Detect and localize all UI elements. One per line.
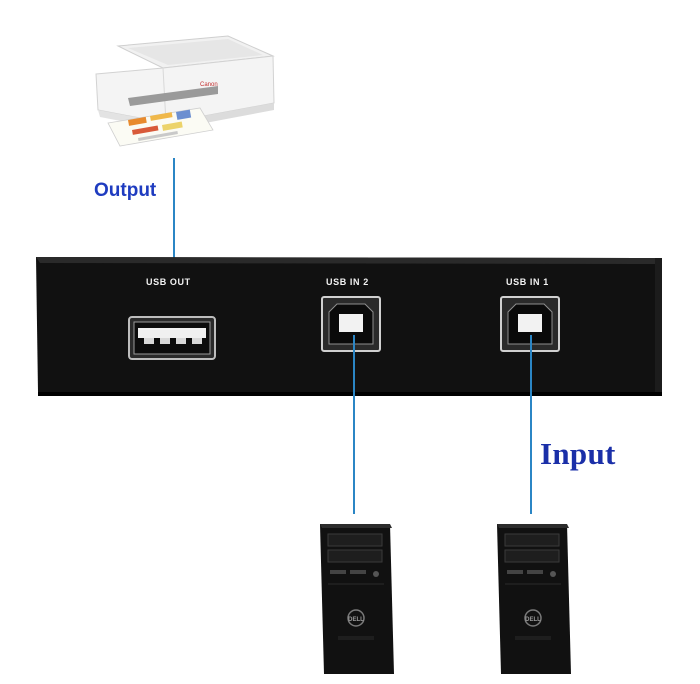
input-label: Input [540,436,616,472]
output-label: Output [94,180,156,202]
computer-brand-text: DELL [525,617,541,623]
computer-brand-text: DELL [348,617,364,623]
desktop-tower-icon: DELL [493,514,575,678]
desktop-tower-icon: DELL [316,514,398,678]
